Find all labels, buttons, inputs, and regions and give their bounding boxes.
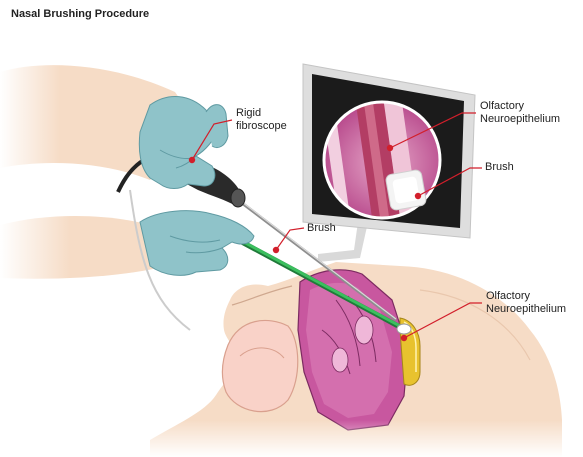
label-monitor-neuroepithelium: Olfactory Neuroepithelium [480, 100, 560, 126]
label-line: Neuroepithelium [480, 113, 560, 126]
label-line: Olfactory [486, 290, 566, 303]
label-line: Neuroepithelium [486, 303, 566, 316]
label-line: fibroscope [236, 120, 287, 133]
label-line: Brush [307, 222, 336, 235]
label-line: Brush [485, 161, 514, 174]
label-monitor-brush: Brush [485, 161, 514, 174]
diagram-title: Nasal Brushing Procedure [11, 8, 149, 20]
top-gloved-hand [139, 96, 228, 188]
label-line: Olfactory [480, 100, 560, 113]
label-line: Rigid [236, 107, 287, 120]
bottom-gloved-hand [140, 211, 254, 276]
label-brush-tool: Brush [307, 222, 336, 235]
label-rigid-fibroscope: Rigid fibroscope [236, 107, 287, 133]
label-head-neuroepithelium: Olfactory Neuroepithelium [486, 290, 566, 316]
